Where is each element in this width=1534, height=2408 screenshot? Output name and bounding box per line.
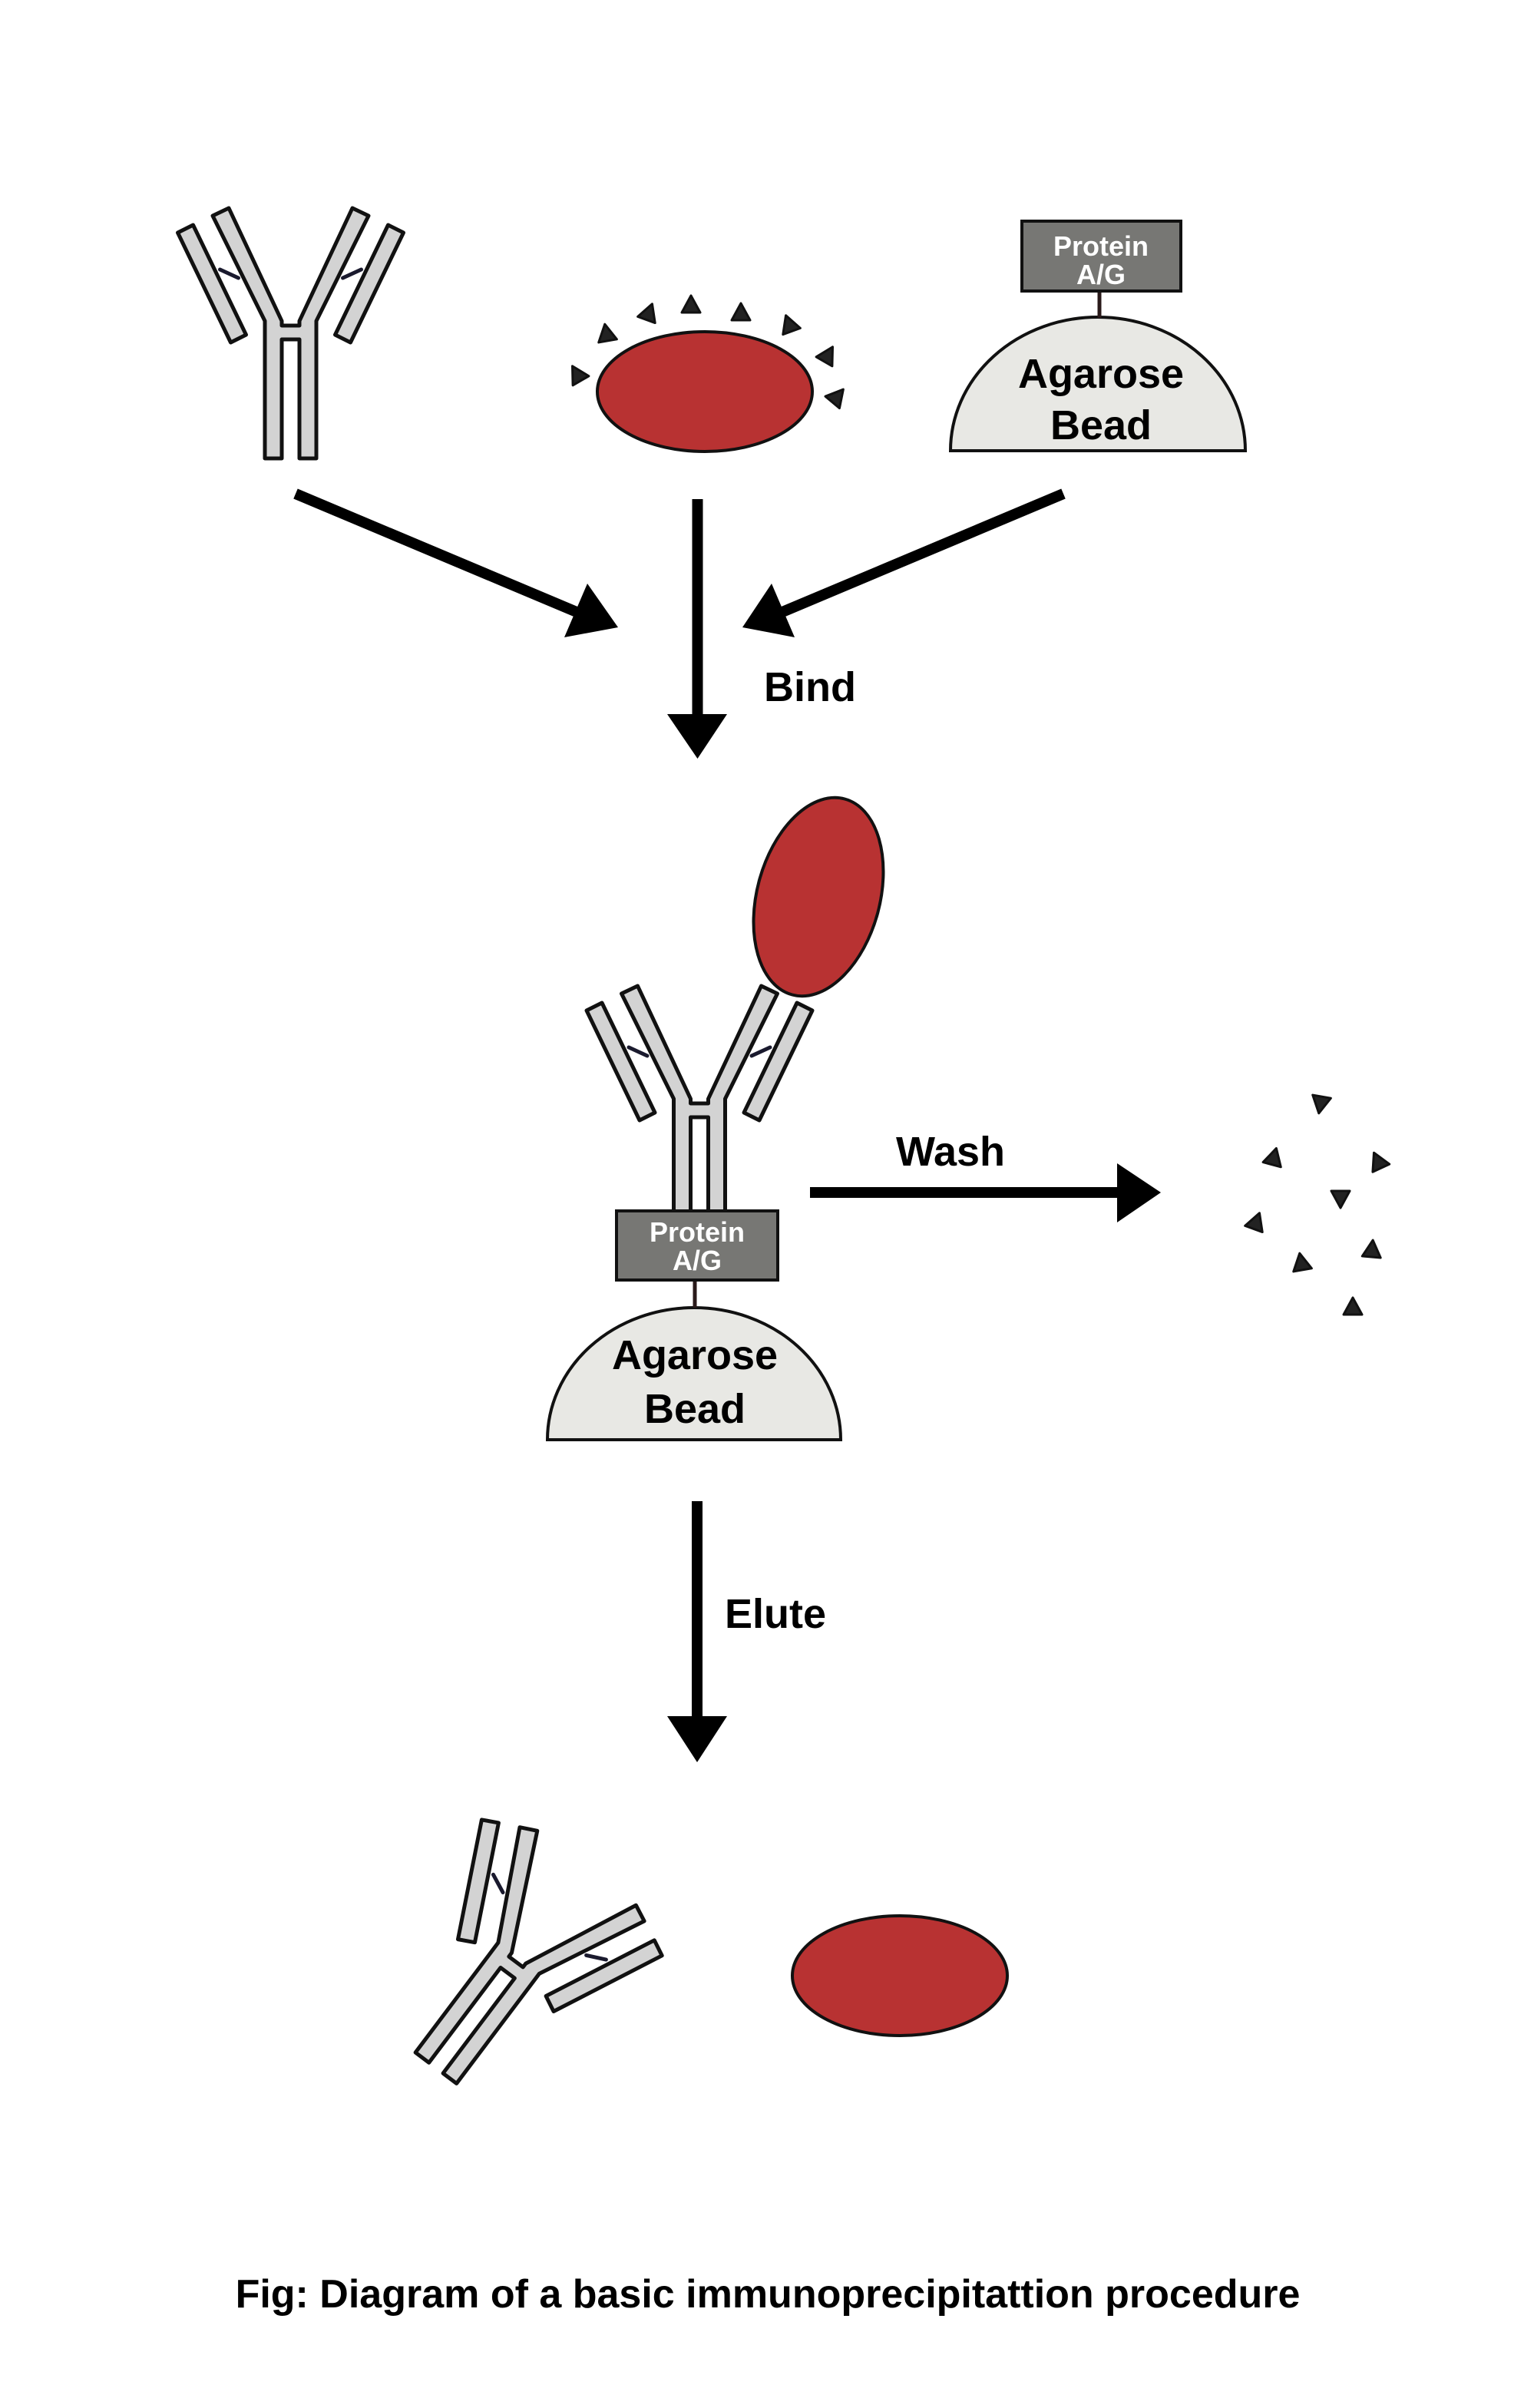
protein-ag-box <box>615 1209 779 1282</box>
wash-label: Wash <box>896 1129 1005 1175</box>
protein-label-line1: Protein <box>650 1216 745 1248</box>
bead-label-line2: Bead <box>644 1386 746 1432</box>
antigen-with-contaminants <box>571 294 845 453</box>
bound-antigen <box>752 796 885 998</box>
bound-complex: Protein A/G Agarose Bead <box>545 796 885 1441</box>
agarose-bead <box>948 316 1248 452</box>
free-antibody <box>178 208 404 458</box>
wash-arrow <box>810 1163 1161 1222</box>
washed-contaminants <box>1244 1093 1391 1316</box>
bead-label-line2: Bead <box>1050 402 1152 448</box>
bind-arrow-right <box>742 488 1066 637</box>
elute-arrow <box>667 1501 727 1762</box>
agarose-bead <box>545 1306 843 1441</box>
contaminant-icon <box>571 365 590 387</box>
contaminant-icon <box>1371 1151 1391 1173</box>
contaminant-icon <box>597 322 618 344</box>
antigen <box>596 330 814 453</box>
protein-ag-box <box>1020 220 1182 293</box>
contaminant-icon <box>1292 1252 1313 1273</box>
protein-ag-bead: Protein A/G Agarose Bead <box>948 220 1248 452</box>
contaminant-icon <box>782 314 802 336</box>
bead-label-line1: Agarose <box>1018 351 1184 397</box>
contaminant-icon <box>815 346 834 368</box>
contaminant-icon <box>680 294 702 314</box>
contaminant-icon <box>1261 1146 1282 1169</box>
contaminant-icon <box>1311 1093 1332 1115</box>
contaminant-icon <box>730 302 752 322</box>
eluted-antigen <box>791 1914 1009 2037</box>
contaminant-icon <box>1360 1239 1382 1259</box>
contaminant-icon <box>1244 1212 1264 1234</box>
contaminant-icon <box>824 388 845 410</box>
protein-label-line2: A/G <box>673 1245 722 1276</box>
eluted-antibody <box>345 1800 676 2135</box>
contaminant-icon <box>1342 1296 1364 1316</box>
protein-label-line2: A/G <box>1076 259 1126 290</box>
protein-label-line1: Protein <box>1053 230 1149 262</box>
bead-label-line1: Agarose <box>612 1332 778 1378</box>
elute-label: Elute <box>725 1591 826 1637</box>
bind-label: Bind <box>764 664 856 710</box>
bind-arrow-left <box>293 488 618 637</box>
contaminant-icon <box>636 303 656 325</box>
bound-antibody <box>587 986 812 1236</box>
contaminant-group <box>571 294 845 410</box>
bind-arrow-center <box>667 499 727 759</box>
contaminant-icon <box>1330 1189 1351 1209</box>
figure-caption: Fig: Diagram of a basic immunoprecipitat… <box>236 2272 1301 2317</box>
